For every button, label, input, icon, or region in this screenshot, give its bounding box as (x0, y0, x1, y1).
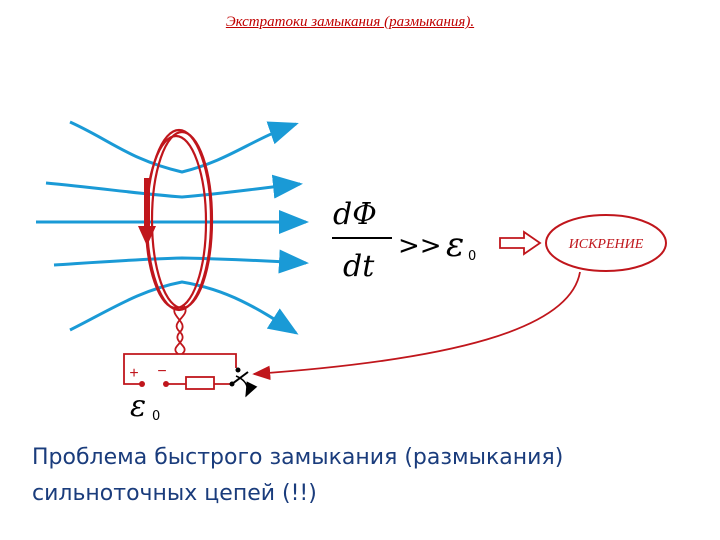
formula-numerator: dΦ (333, 197, 377, 232)
formula-emf-symbol: ε (446, 225, 464, 265)
resistor (185, 376, 215, 390)
formula-relation: >> (398, 231, 442, 261)
circuit (123, 353, 237, 390)
formula: dΦ dt >> ε 0 (332, 197, 476, 284)
magnetic-field-lines (36, 120, 309, 335)
caption-line-2: сильноточных цепей (!!) (32, 481, 317, 506)
implication-arrow (499, 230, 542, 256)
field-line-5 (69, 280, 299, 335)
sparking-ellipse (545, 214, 667, 272)
battery-emf-subscript: 0 (152, 409, 160, 424)
battery-plus-sign: + (129, 365, 138, 382)
field-line-2 (45, 174, 303, 199)
battery-terminal-plus (139, 381, 145, 387)
switch (229, 367, 258, 398)
formula-denominator: dt (343, 249, 375, 284)
sparking-pointer-arrow (252, 271, 581, 381)
battery-terminal-minus (163, 381, 169, 387)
coil-leads (173, 305, 187, 355)
caption-line-1: Проблема быстрого замыкания (размыкания) (32, 445, 564, 470)
formula-emf-subscript: 0 (468, 249, 476, 264)
slide-title: Экстратоки замыкания (размыкания). (225, 14, 475, 30)
field-line-1 (69, 120, 299, 174)
sparking-label: ИСКРЕНИЕ (568, 237, 644, 252)
caption: Проблема быстрого замыкания (размыкания)… (32, 440, 712, 512)
battery-emf-symbol: ε (130, 389, 146, 424)
field-line-4 (53, 249, 309, 274)
battery-minus-sign: − (157, 363, 166, 380)
